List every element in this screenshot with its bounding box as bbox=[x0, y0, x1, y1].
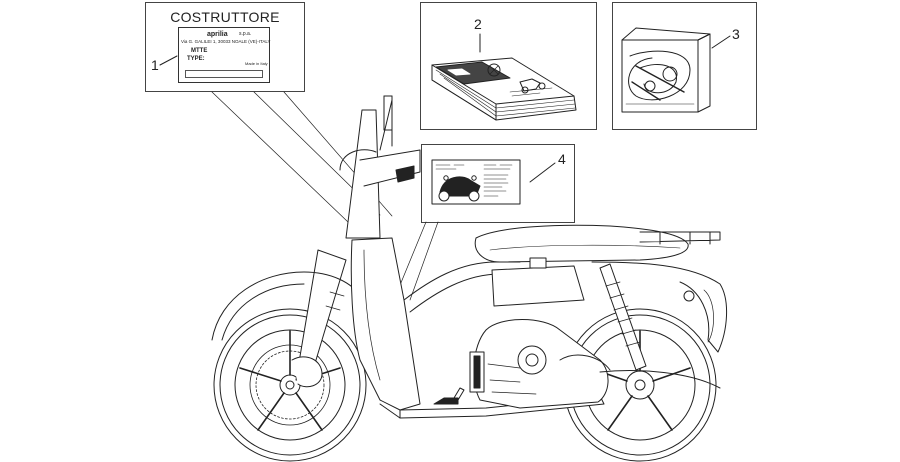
scooter-drawing bbox=[211, 95, 728, 462]
plate-brand-suffix: s.p.a. bbox=[239, 31, 252, 37]
plate-address: Via G. GALILEI 1, 30033 NOALE (VE)-ITALY bbox=[181, 39, 271, 44]
plate-field-mtte: MTTE bbox=[191, 48, 208, 54]
front-wheel bbox=[213, 308, 367, 462]
manufacturer-plate: aprilia s.p.a. Via G. GALILEI 1, 30033 N… bbox=[178, 27, 271, 83]
plate-origin: Made in Italy bbox=[245, 61, 268, 66]
tyre-label-drawing bbox=[431, 159, 521, 205]
plate-brand: aprilia bbox=[207, 31, 228, 38]
callout-4: 4 bbox=[558, 151, 566, 167]
plate-field-type: TYPE: bbox=[187, 56, 205, 62]
callout-2: 2 bbox=[474, 16, 482, 32]
leader-lines bbox=[159, 33, 731, 301]
plate-serial-field bbox=[185, 70, 263, 78]
tool-kit-drawing bbox=[621, 27, 711, 113]
callout-3: 3 bbox=[732, 26, 740, 42]
owners-manual-drawing bbox=[431, 57, 577, 121]
plate-header: COSTRUTTORE bbox=[170, 9, 280, 25]
part-box-1: COSTRUTTORE aprilia s.p.a. Via G. GALILE… bbox=[145, 2, 305, 92]
callout-1: 1 bbox=[151, 57, 159, 73]
